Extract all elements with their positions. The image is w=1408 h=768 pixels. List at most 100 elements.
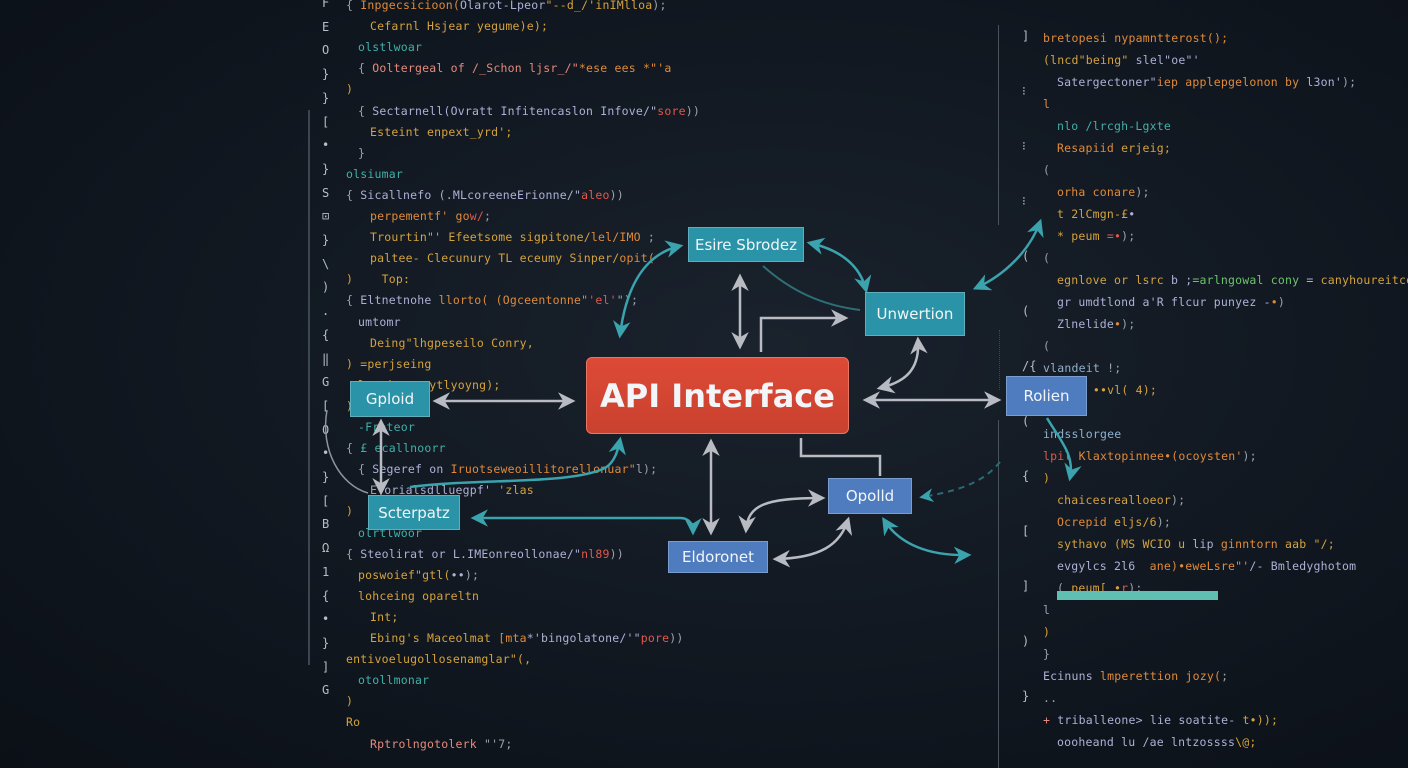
code-token: ) [1277, 295, 1285, 309]
code-token: ); [1242, 449, 1257, 463]
code-token: = [1299, 273, 1321, 287]
esire-sbrodez-node[interactable]: Esire Sbrodez [688, 227, 804, 262]
code-token: Inpgecsicioon( [360, 0, 460, 12]
code-token: Ro [346, 715, 361, 730]
gutter-mark: { [1022, 469, 1030, 483]
api-interface-label: API Interface [600, 376, 835, 415]
gutter-mark: [ [322, 493, 330, 508]
gutter-mark: } [1022, 689, 1030, 703]
code-token: gr umdtlond a'R flcur punyez - [1057, 295, 1271, 309]
code-token: triballeone> lie soatite- [1057, 713, 1243, 727]
code-token: egnlove or lsrc [1057, 273, 1171, 287]
code-line: + triballeone> lie soatite- t•)); [1043, 713, 1278, 727]
code-token: b ; [1170, 273, 1193, 287]
gutter-mark: • [322, 612, 330, 627]
code-token: Klaxtopinnee•(ocoysten' [1078, 449, 1243, 463]
code-token: =perjseing [360, 356, 432, 371]
gutter-mark: \ [322, 256, 330, 271]
code-token: ) [346, 399, 353, 413]
code-line: oooheand lu /ae lntzossss\@; [1057, 735, 1256, 749]
esire-sbrodez-label: Esire Sbrodez [695, 235, 797, 254]
gutter-mark: • [322, 138, 330, 153]
gploid-node[interactable]: Gploid [350, 381, 430, 417]
code-line: { Inpgecsicioon(Olarot-Lpeor"--d_/'inIMl… [346, 0, 667, 12]
code-token: sythavo (MS WCIO u [1057, 537, 1193, 551]
code-token: "'7; [483, 736, 513, 751]
code-token: 'el' [588, 293, 617, 308]
code-line: umtomr [358, 315, 401, 329]
code-token: ); [1121, 317, 1136, 331]
gutter-mark: } [322, 233, 330, 247]
code-line: nlo /lrcgh-Lgxte [1057, 119, 1171, 133]
edge-eldoronet-opolld-upper [738, 489, 826, 534]
code-token: )) [609, 546, 624, 561]
unwertion-node[interactable]: Unwertion [865, 292, 965, 336]
code-token: r [1121, 581, 1129, 595]
gutter-mark: } [322, 90, 330, 105]
gploid-label: Gploid [365, 390, 415, 408]
unwertion-label: Unwertion [876, 305, 954, 323]
code-line: bretopesi nypamntterost(); [1043, 31, 1228, 45]
code-token: Trourtin"' Efeetsome sigpitone/ [370, 230, 591, 245]
code-line: * peum =•); [1057, 229, 1135, 243]
code-token: { [346, 187, 361, 202]
code-token: olsiumar [346, 166, 403, 181]
code-line: perpementf' gow/; [370, 209, 491, 223]
code-token: t 2lCmgn-£ [1057, 207, 1129, 221]
code-line: entivoelugollosenamglar"(, [346, 652, 531, 666]
code-token: Resapiid [1057, 141, 1122, 155]
code-token: (lncd"being" [1043, 53, 1136, 67]
api-interface-node[interactable]: API Interface [586, 357, 849, 434]
code-token: nlo /lrcgh-Lgxte [1057, 119, 1171, 133]
code-token: ); [652, 0, 667, 12]
eldoronet-node[interactable]: Eldoronet [668, 541, 768, 573]
edge-code-opolld-dashed [919, 461, 1001, 503]
code-token: vlandeit [1043, 361, 1108, 375]
gutter-mark: ) [322, 280, 330, 295]
code-line: gr umdtlond a'R flcur punyez -•) [1057, 295, 1285, 309]
rolien-node[interactable]: Rolien [1006, 376, 1087, 416]
gutter-mark: } [322, 161, 330, 176]
code-token: canyhoureitcomlec [1320, 273, 1408, 287]
code-line: ) [346, 694, 353, 708]
code-token: )); [1256, 713, 1279, 727]
code-line: Resapiid erjeig; [1057, 141, 1171, 155]
code-token: •• [450, 567, 465, 582]
edge-esire-unwertion-dim [762, 265, 861, 311]
opolld-label: Opolld [845, 487, 895, 505]
code-token: aab "/; [1284, 537, 1335, 551]
code-line: Int; [370, 610, 399, 624]
opolld-node[interactable]: Opolld [828, 478, 912, 514]
code-token: lip [1192, 537, 1221, 551]
code-token: orha conare [1057, 185, 1136, 199]
code-token: bretopesi nypamntterost(); [1043, 31, 1229, 45]
code-line: ) [1043, 471, 1050, 485]
code-token: Ocrepid [1057, 515, 1114, 529]
code-line: indsslorgee [1043, 427, 1121, 441]
code-token: l); [635, 462, 658, 477]
code-token: { [346, 546, 361, 561]
code-token: =arlngowal cony [1192, 273, 1300, 287]
code-token: Ebing's Maceolmat [370, 631, 499, 645]
code-token: perpementf' go [370, 209, 470, 223]
code-token: • [1270, 295, 1278, 309]
code-line: lohceing opareltn [358, 589, 479, 603]
gutter-mark: { [322, 327, 330, 342]
scterpatz-node[interactable]: Scterpatz [368, 495, 460, 530]
gutter-mark: ⁝ [1022, 139, 1026, 153]
gutter-mark: Ω [322, 541, 330, 556]
code-token: evgylcs 2l6 [1057, 559, 1150, 573]
code-line: poswoief"gtl(••); [358, 568, 479, 582]
code-token: ; [483, 209, 492, 223]
edge-opolld-right-curve [882, 517, 972, 565]
code-token: llorto( (Ogceentonne" [438, 293, 589, 308]
code-line: Esteint enpext_yrd'; [370, 125, 512, 139]
code-line: Ocrepid eljs/6); [1057, 515, 1171, 529]
code-token: Steolirat or L.IMEonreollonae/" [360, 546, 582, 561]
code-token: { [358, 103, 373, 118]
code-line: l [1043, 97, 1050, 111]
code-line: Deing"lhgpeseilo Conry, [370, 336, 534, 350]
code-token: entivoelugollosenamglar"(, [346, 652, 532, 667]
code-selection-highlight [1057, 591, 1218, 600]
scterpatz-label: Scterpatz [378, 503, 450, 522]
